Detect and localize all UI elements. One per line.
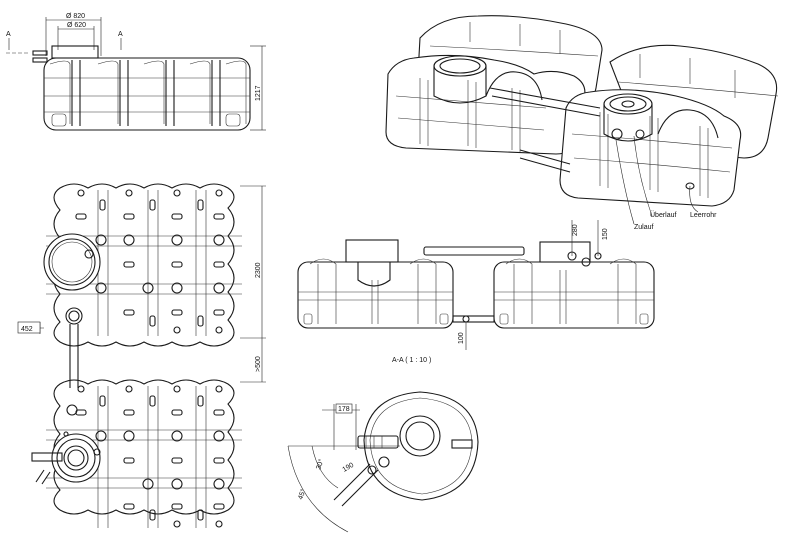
dim-diameter-620: Ø 620 [67,22,86,29]
dim-height-1217: 1217 [255,85,262,101]
dim-height-100: 100 [458,332,465,344]
dim-gap-500: >500 [255,356,262,372]
callout-ueberlauf: Überlauf [650,211,677,219]
plan-view: 2300 >500 452 [17,183,266,528]
dim-radius-178: 178 [338,406,350,413]
callout-leerrohr: Leerrohr [690,212,717,219]
dim-offset-452: 452 [21,326,33,333]
side-elevation-view: A A Ø 820 Ø 620 [6,13,266,131]
dim-diameter-820: Ø 820 [66,13,85,20]
front-elevation-view: 280 150 100 [297,220,655,350]
section-mark-right: A [118,31,123,38]
section-a-a-view: A-A ( 1 : 10 ) 178 30° 45° 190 [287,357,479,533]
callout-zulauf: Zulauf [634,224,654,231]
section-title: A-A ( 1 : 10 ) [392,357,431,364]
dim-radius-190: 190 [342,462,356,474]
dim-length-2300: 2300 [255,262,262,278]
dim-angle-30: 30° [314,458,325,471]
isometric-view: Überlauf Zulauf Leerrohr [385,15,779,231]
dim-height-150: 150 [602,228,609,240]
dim-height-280: 280 [572,224,579,236]
section-mark-left: A [6,31,11,38]
dim-angle-45: 45° [296,488,307,501]
